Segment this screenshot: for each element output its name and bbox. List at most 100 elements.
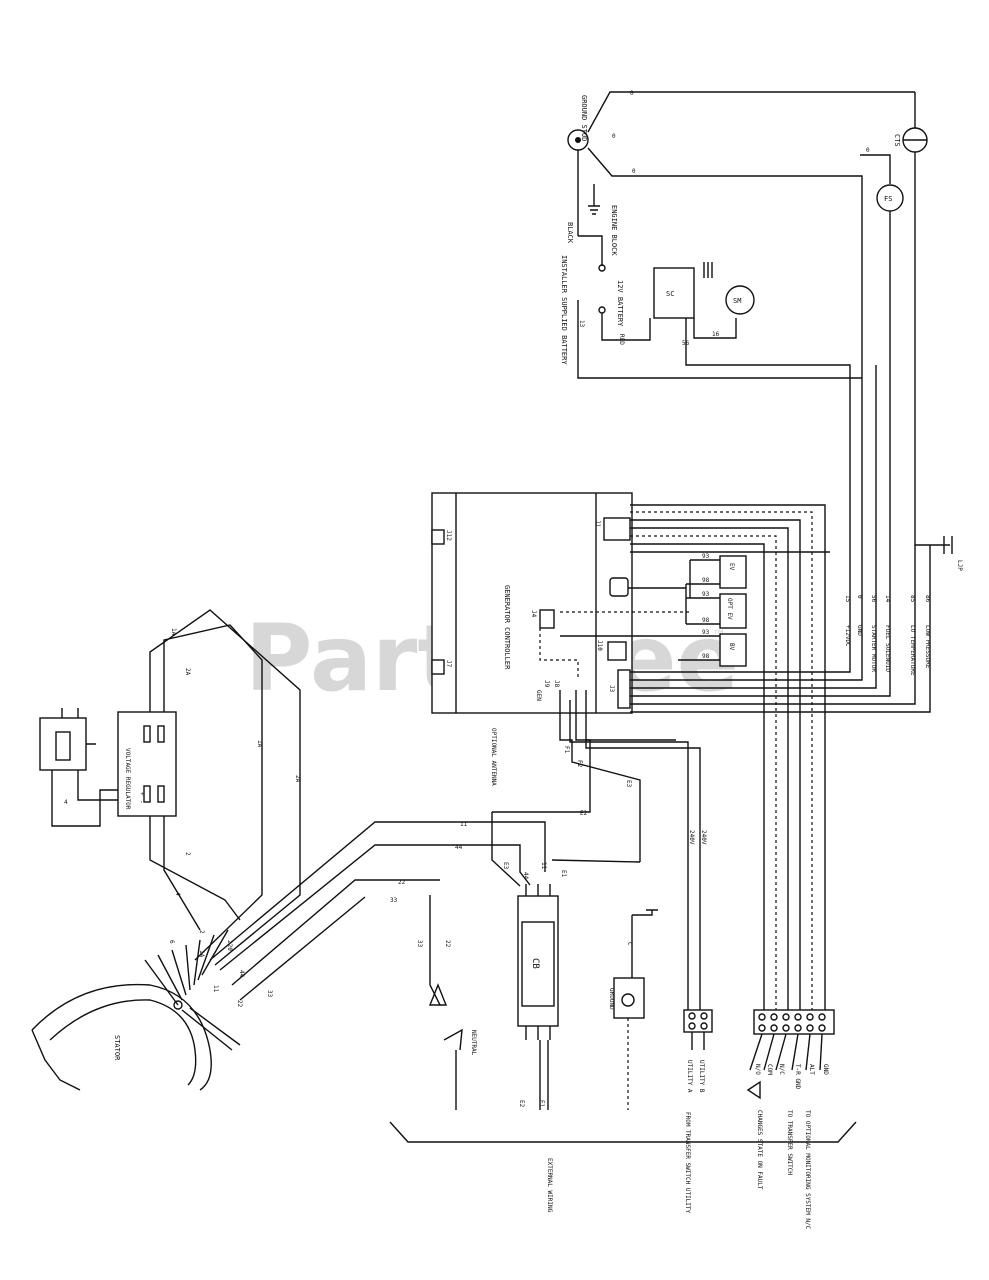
voltage-regulator-label: VOLTAGE REGULATOR xyxy=(124,748,131,810)
harness-wire-4 xyxy=(630,527,789,1012)
cb-top-terminals xyxy=(525,884,551,896)
changes-state-label: CHANGES STATE ON FAULT xyxy=(756,1110,763,1190)
starter-motor-sym-label: SM xyxy=(733,297,741,305)
wire-label-33a: 33 xyxy=(266,990,273,998)
gnd-line-label: GND xyxy=(822,1064,829,1075)
engine-block-ground: ENGINE BLOCK xyxy=(588,184,618,256)
wire-label-2a: 2 xyxy=(184,852,191,856)
utility-block-box xyxy=(683,1009,713,1033)
cb-label: CB xyxy=(530,958,540,969)
wire-label-t1: E1 xyxy=(538,1100,545,1108)
ljp-label: LJP xyxy=(956,560,963,571)
wire-label-85: 85 xyxy=(909,595,916,603)
engine-ground-icon xyxy=(588,184,600,215)
wire-label-4a: 4 xyxy=(64,799,68,806)
wire-label-2a-top: 2A xyxy=(184,668,191,676)
wire-240v-b xyxy=(569,700,689,1010)
ground-block xyxy=(613,977,645,1019)
wire-e2-drop xyxy=(491,812,521,887)
neutral-assembly: 33 22 NEUTRAL xyxy=(416,895,477,1110)
terminal-strip-leads xyxy=(749,1033,823,1071)
wire-13 xyxy=(577,300,862,379)
wire-label-56b: 56 xyxy=(870,595,877,603)
reg-minus-label: - xyxy=(138,800,145,804)
valve-wires xyxy=(678,559,720,661)
regulator-terminal-b xyxy=(157,725,165,743)
starter-ground-icon xyxy=(703,262,713,278)
wire-0-mid xyxy=(587,147,863,378)
wire-label-93b: 93 xyxy=(702,591,710,598)
wire-11 xyxy=(209,821,546,961)
fuel-solenoid-label: FUEL SOLENOID xyxy=(884,625,891,672)
wire-label-22c: 22 xyxy=(444,940,451,948)
wire-label-0c: 0 xyxy=(612,133,616,140)
stator-assembly: STATOR 6 2 1A 220 11 44 22 33 xyxy=(31,929,273,1091)
wire-1a xyxy=(163,624,263,961)
j1-connector xyxy=(603,517,631,541)
wire-label-e3b: E3 xyxy=(502,862,509,870)
ev-box xyxy=(719,555,747,589)
wire-label-56a: 56 xyxy=(682,340,690,347)
harness-wire-6 xyxy=(630,543,765,1012)
wire-label-16: 16 xyxy=(712,331,720,338)
wire-16 xyxy=(693,318,737,339)
wire-battery-neg xyxy=(578,235,603,266)
controller-box xyxy=(431,492,633,714)
alt-label: ALT xyxy=(808,1064,815,1075)
wire-label-0a: 0 xyxy=(630,90,634,97)
external-wiring-bracket: EXTERNAL WIRING xyxy=(389,1121,857,1213)
wire-j3-lopress xyxy=(630,545,931,713)
wire-label-2b: 2 xyxy=(198,930,205,934)
wire-e3-link xyxy=(551,859,641,863)
wire-label-1a-top: 1A xyxy=(170,628,177,636)
regulator-plug-pins xyxy=(61,708,96,745)
battery-supplied-label: INSTALLER SUPPLIED BATTERY xyxy=(560,255,568,365)
antenna-label: OPTIONAL ANTENNA xyxy=(490,728,497,786)
wire-label-11a: 11 xyxy=(212,985,219,993)
wire-label-0e: 0 xyxy=(856,595,863,599)
black-label: BLACK xyxy=(566,222,574,244)
bv-box xyxy=(719,633,747,667)
wire-label-e3a: E3 xyxy=(625,780,632,788)
wire-label-f2: F2 xyxy=(576,760,583,768)
ground-lug-icon xyxy=(621,993,635,1007)
nc-label: N/C xyxy=(778,1064,785,1075)
wire-label-0b: 0 xyxy=(632,168,636,175)
j7-connector xyxy=(431,659,445,675)
wire-label-f1: F1 xyxy=(563,746,570,754)
wire-label-44c: 44 xyxy=(522,872,529,880)
from-transfer-label: FROM TRANSFER SWITCH UTILITY xyxy=(684,1112,691,1214)
no-label: N/O xyxy=(754,1064,761,1075)
j9-label: J9 xyxy=(543,680,550,688)
wire-e2 xyxy=(492,770,591,813)
wire-j3-starter xyxy=(630,365,877,689)
lo-temperature-label: LO TEMPERATURE xyxy=(909,625,916,676)
wire-label-1a-mid: 1A xyxy=(256,740,263,748)
wire-44 xyxy=(219,844,531,971)
to-optional-label: TO OPTIONAL MONITORING SYSTEM N/C xyxy=(804,1110,811,1230)
wire-neutral xyxy=(429,895,441,1006)
stator-label: STATOR xyxy=(113,1035,121,1061)
j3-outputs: 15 0 56 14 85 86 +12VDC GND STARTER MOTO… xyxy=(630,365,963,713)
plus12vdc-label: +12VDC xyxy=(844,625,851,647)
j10-label: J10 xyxy=(596,640,603,651)
engine-block-label: ENGINE BLOCK xyxy=(610,205,618,256)
j12-connector xyxy=(431,529,445,545)
stator-leads xyxy=(144,929,229,1006)
utility-terminal-3 xyxy=(688,1022,696,1030)
j1-harness xyxy=(630,504,830,1012)
wire-label-86: 86 xyxy=(924,595,931,603)
gen-label: GEN xyxy=(535,690,542,701)
valve-bus xyxy=(685,560,691,624)
wire-2a xyxy=(149,609,301,966)
cts-label: CTS xyxy=(893,134,901,147)
v240b-label: 240V xyxy=(700,830,707,845)
v240a-label: 240V xyxy=(688,830,695,845)
wire-2 xyxy=(149,816,241,921)
wire-label-98b: 98 xyxy=(702,617,710,624)
bv-label: BV xyxy=(728,643,735,651)
wire-label-98c: 98 xyxy=(702,653,710,660)
wire-label-11c: 11 xyxy=(540,862,547,870)
utility-a-label: UTILITY A xyxy=(686,1060,693,1093)
